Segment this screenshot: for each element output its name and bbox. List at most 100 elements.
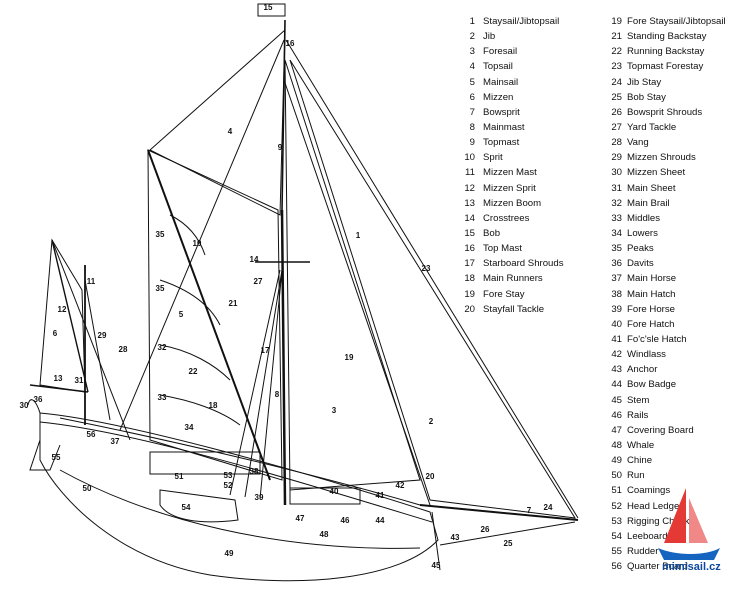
key-number: 16 (464, 243, 475, 255)
key-part-name: Whale (627, 439, 655, 451)
key-part-name: Bowsprit Shrouds (627, 106, 703, 118)
callout-number: 38 (250, 467, 259, 476)
key-part-name: Middles (627, 212, 661, 224)
key-number: 42 (611, 349, 622, 361)
callout-number: 39 (255, 493, 264, 502)
key-part-name: Yard Tackle (627, 121, 677, 133)
callout-number: 29 (98, 331, 107, 340)
key-part-name: Chine (627, 455, 653, 467)
fore-hatch (289, 487, 361, 505)
callout-number: 22 (189, 367, 198, 376)
key-part-name: Standing Backstay (627, 31, 707, 43)
callout-number: 51 (175, 472, 184, 481)
key-part-name: Quarter Board (627, 561, 688, 573)
key-number: 51 (611, 485, 622, 497)
key-part-name: Stayfall Tackle (483, 303, 545, 315)
key-number: 29 (611, 152, 622, 164)
key-part-name: Top Mast (483, 243, 522, 255)
key-number: 18 (464, 273, 475, 285)
key-part-name: Mizzen Sprit (483, 182, 536, 194)
key-part-name: Mizzen Shrouds (627, 152, 696, 164)
key-part-name: Bob (483, 227, 501, 239)
key-number: 37 (611, 273, 622, 285)
key-number: 49 (611, 455, 622, 467)
key-number: 53 (611, 515, 622, 527)
key-part-name: Rails (627, 409, 649, 421)
key-part-name: Run (627, 470, 645, 482)
key-number: 17 (464, 258, 475, 270)
callout-number: 50 (83, 484, 92, 493)
key-number: 50 (611, 470, 622, 482)
key-part-name: Windlass (627, 349, 666, 361)
key-number: 28 (611, 137, 622, 149)
key-number: 56 (611, 561, 622, 573)
callout-number: 17 (261, 346, 270, 355)
logo-text: mimisail.cz (662, 561, 721, 573)
key-part-name: Topmast Forestay (627, 61, 704, 73)
key-number: 43 (611, 364, 622, 376)
main-hatch (149, 451, 261, 475)
callout-number: 28 (119, 345, 128, 354)
key-number: 14 (464, 212, 475, 224)
key-item: 3 Foresail (460, 44, 564, 59)
mizzen-sprit (51, 239, 89, 393)
key-part-name: Mizzen Sheet (627, 167, 686, 179)
key-number: 54 (611, 530, 622, 542)
key-number: 13 (464, 197, 475, 209)
callout-number: 43 (451, 533, 460, 542)
mizzen-shroud (84, 279, 111, 421)
key-part-name: Main Sheet (627, 182, 676, 194)
key-part-name: Foresail (483, 46, 518, 58)
callout-number: 56 (87, 430, 96, 439)
callout-number: 52 (224, 481, 233, 490)
brail-curve-1 (169, 214, 206, 256)
key-item: 56 Quarter Board (608, 559, 726, 574)
key-number: 32 (611, 197, 622, 209)
key-part-name: Rigging Check (627, 515, 690, 527)
key-item: 51 Coamings (608, 483, 726, 498)
key-part-name: Main Brail (627, 197, 670, 209)
callout-number: 32 (158, 343, 167, 352)
callout-number: 3 (332, 406, 337, 415)
callout-number: 40 (330, 487, 339, 496)
callout-number: 6 (53, 329, 58, 338)
key-number: 24 (611, 76, 622, 88)
callout-number: 42 (396, 481, 405, 490)
shroud-2 (244, 269, 283, 498)
key-part-name: Staysail/Jibtopsail (483, 16, 560, 27)
callout-number: 18 (209, 401, 218, 410)
key-part-name: Peaks (627, 243, 654, 255)
callout-number: 35 (156, 284, 165, 293)
key-number: 44 (611, 379, 622, 391)
key-number: 1 (469, 16, 475, 27)
key-number: 9 (469, 137, 475, 149)
key-number: 3 (469, 46, 475, 58)
key-item: 53 Rigging Check (608, 514, 726, 529)
key-number: 6 (469, 91, 475, 103)
logo-sail-2 (689, 498, 708, 543)
key-item: 49 Chine (608, 453, 726, 468)
key-number: 20 (464, 303, 475, 315)
key-number: 10 (464, 152, 475, 164)
key-part-name: Coamings (627, 485, 671, 497)
